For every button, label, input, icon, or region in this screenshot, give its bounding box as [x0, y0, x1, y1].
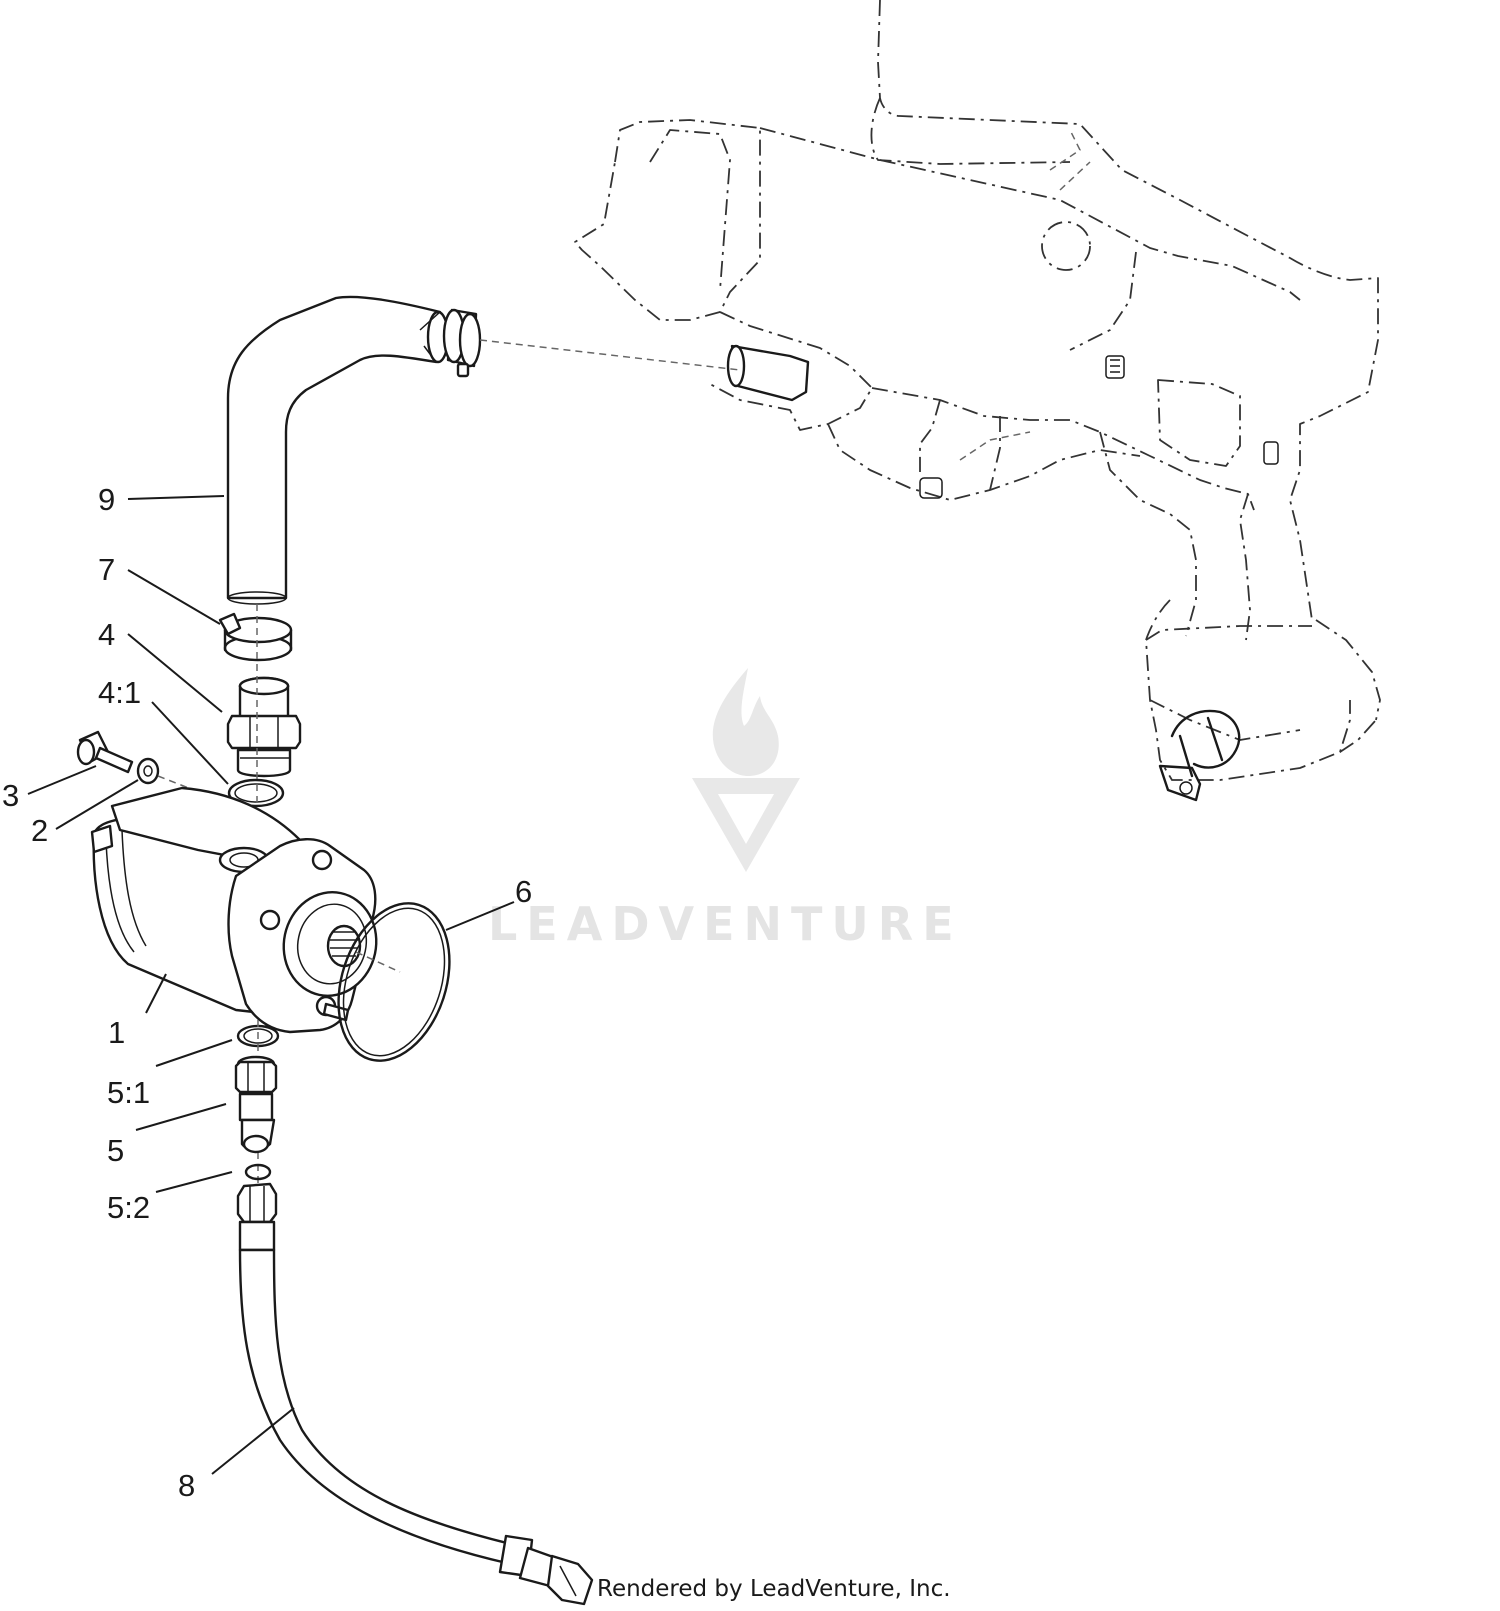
adapter-fitting	[234, 1055, 278, 1154]
hydraulic-pump	[90, 786, 378, 1034]
mounting-bolt	[76, 730, 134, 774]
callout-7: 6	[515, 874, 532, 909]
callout-3: 3	[2, 778, 19, 813]
shaft-centerline	[355, 951, 401, 973]
washer	[136, 757, 160, 785]
flame-icon	[712, 668, 779, 776]
leadventure-watermark: LEADVENTURE	[488, 668, 963, 951]
hose-clamp	[218, 612, 293, 662]
v-logo-icon	[692, 778, 800, 872]
callout-8: 8	[178, 1468, 195, 1503]
watermark-text: LEADVENTURE	[488, 897, 963, 951]
callout-9: 9	[98, 482, 115, 517]
hose-clamp-upper	[442, 308, 482, 378]
callout-5-2: 5:2	[107, 1190, 150, 1225]
callout-2: 2	[31, 813, 48, 848]
o-ring-5-2	[244, 1163, 272, 1181]
pressure-hose	[236, 1182, 594, 1606]
hose-centerline	[479, 339, 741, 371]
callout-5: 5	[107, 1133, 124, 1168]
callout-6: 7	[98, 552, 115, 587]
callout-1: 1	[108, 1015, 125, 1050]
callout-4-1: 4:1	[98, 675, 141, 710]
callout-4: 4	[98, 617, 115, 652]
o-ring-4-1	[227, 778, 285, 808]
flange-o-ring	[337, 902, 451, 1062]
suction-hose	[226, 295, 450, 605]
leader-lines	[27, 495, 515, 1475]
callout-labels: 9 7 4 4:1 3 2 1 6 5:1 5 5:2 8	[2, 482, 532, 1503]
render-credit: Rendered by LeadVenture, Inc.	[597, 1576, 951, 1602]
callout-5-1: 5:1	[107, 1075, 150, 1110]
engine-phantom	[574, 0, 1381, 802]
hose-barb-fitting	[226, 676, 302, 778]
